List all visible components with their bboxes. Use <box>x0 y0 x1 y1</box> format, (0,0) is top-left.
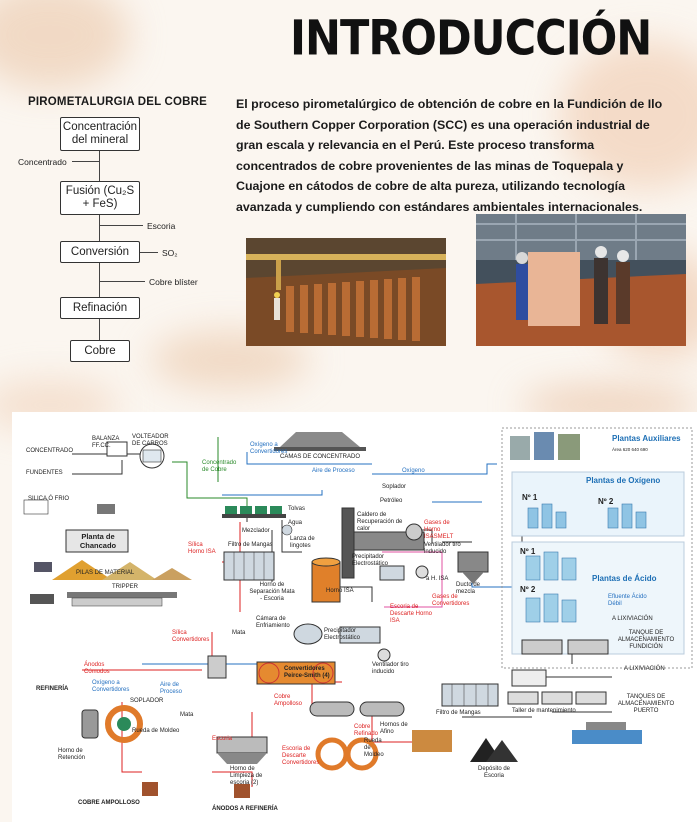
label-soplador: Soplador <box>382 484 407 490</box>
flow-step-fusion: Fusión (Cu₂S + FeS) <box>60 181 140 215</box>
label-concentrado: CONCENTRADO <box>26 448 74 454</box>
flow-connector <box>99 263 100 297</box>
label-agua: Agua <box>288 520 303 526</box>
label-tanques-puerto: TANQUES DE ALMACENAMIENTO PUERTO <box>617 694 675 714</box>
label-horno-separacion: Horno de Separación Mata - Escoria <box>249 582 295 602</box>
label-pilas: PILAS DE MATERIAL <box>76 570 135 576</box>
label-taller: Taller de mantenimiento <box>512 708 576 714</box>
label-gases-conv: Gases de Convertidores <box>432 594 470 607</box>
label-ventilador-tiro: Ventilador tiro inducido <box>424 542 461 555</box>
label-horno-limpieza: Horno de Limpieza de escoria (2) <box>230 766 263 786</box>
label-tanque-fundicion: TANQUE DE ALMACENAMIENTO FUNDICIÓN <box>617 630 675 650</box>
label-cobre-ampolloso: Cobre Ampolloso <box>274 694 303 707</box>
flow-connector <box>99 215 100 241</box>
label-gases-horno: Gases de Horno ISASMELT <box>424 520 454 540</box>
intro-panel: INTRODUCCIÓN PIROMETALURGIA DEL COBRE Co… <box>0 0 697 372</box>
label-refineria: REFINERÍA <box>36 686 69 692</box>
flow-connector <box>99 319 100 340</box>
label-deposito: Depósito de Escoria <box>477 766 511 779</box>
flow-label-escoria: Escoria <box>147 221 176 231</box>
label-precipitador: Precipitador Electrostático <box>352 554 389 567</box>
label-silica-isa: Sílica Horno ISA <box>188 542 216 555</box>
flow-connector <box>99 225 143 226</box>
background-wash <box>560 40 697 190</box>
process-flow-svg <box>23 427 693 798</box>
label-cobre-refinado: Cobre Refinado <box>354 724 379 737</box>
label-escoria-descarte: Escoria de Descarte Horno ISA <box>390 604 433 624</box>
label-anodos-refineria: ÁNODOS A REFINERÍA <box>212 806 278 812</box>
process-flow-diagram: CONCENTRADO BALANZA FF.CC. VOLTEADOR DE … <box>12 412 697 822</box>
label-rueda-moldeo2: Rueda de Moldeo <box>364 738 384 758</box>
label-silica: SILICA Ó FRIO <box>28 496 70 502</box>
label-escoria: Escoria <box>212 736 233 742</box>
label-oxigeno-no1: Nº 1 <box>522 493 538 502</box>
label-filtro-mangas-bottom: Filtro de Mangas <box>436 710 481 716</box>
label-volteador: VOLTEADOR DE CARROS <box>132 434 169 447</box>
label-precipitador2: Precipitador Electrostático <box>324 628 361 641</box>
label-mata: Mata <box>232 630 246 636</box>
label-oxigeno-conv2: Oxígeno a Convertidores <box>92 680 130 693</box>
label-cobre-ampolloso2: COBRE AMPOLLOSO <box>78 800 140 806</box>
label-acido-no1: Nº 1 <box>520 547 536 556</box>
label-fundentes: FUNDENTES <box>26 470 63 476</box>
label-plantas-aux: Plantas Auxiliares <box>612 434 681 443</box>
label-a-lixiviacion: A LIXIVIACIÓN <box>612 616 653 622</box>
label-oxigeno: Oxígeno <box>402 468 425 474</box>
label-oxigeno-no2: Nº 2 <box>598 497 614 506</box>
label-balanza: BALANZA FF.CC. <box>92 436 120 449</box>
label-concentrado-cobre: Concentrado de Cobre <box>202 460 237 473</box>
flow-label-blister: Cobre blíster <box>149 277 198 287</box>
intro-paragraph: El proceso pirometalúrgico de obtención … <box>236 97 663 214</box>
label-soplador2: SOPLADOR <box>130 698 164 704</box>
flowchart-heading: PIROMETALURGIA DEL COBRE <box>28 96 208 108</box>
flow-step-cobre: Cobre <box>70 340 130 362</box>
label-ducto: Ducto de mezcla <box>456 582 481 595</box>
flow-step-refinacion: Refinación <box>60 297 140 319</box>
label-a-lixiviacion2: A LIXIVIACIÓN <box>624 666 665 672</box>
flow-label-concentrado: Concentrado <box>18 157 67 167</box>
flow-step-concentracion: Concentración del mineral <box>60 117 140 151</box>
label-hornos-afino: Hornos de Afino <box>380 722 408 735</box>
workers-cathode-inspection-photo <box>476 214 686 346</box>
label-camara: Cámara de Enfriamiento <box>256 616 290 629</box>
label-efluente: Efluente Ácido Débil <box>608 594 647 607</box>
label-plantas-aux-sub: Área 620 640 690 <box>612 447 648 452</box>
label-rueda-moldeo: Rueda de Moldeo <box>132 728 180 734</box>
label-mezclador: Mezclador <box>242 528 270 534</box>
flow-connector <box>99 151 100 181</box>
label-filtro-mangas-top: Filtro de Mangas <box>228 542 273 548</box>
flow-connector <box>140 252 158 253</box>
label-plantas-acido: Plantas de Ácido <box>592 574 657 583</box>
label-camas: CAMAS DE CONCENTRADO <box>280 454 361 460</box>
label-tripper: TRIPPER <box>112 584 139 590</box>
label-horno-isa: Horno ISA <box>326 588 354 594</box>
label-acido-no2: Nº 2 <box>520 585 536 594</box>
label-oxigeno-conv: Oxígeno a Convertidores <box>250 442 288 455</box>
label-silica-conv: Sílica Convertidores <box>172 630 210 643</box>
flow-step-conversion: Conversión <box>60 241 140 263</box>
label-convertidores: Convertidores Peirce-Smith (4) <box>284 666 330 679</box>
flow-connector <box>72 161 99 162</box>
copper-cathode-plant-photo <box>246 238 446 346</box>
label-aire-proceso2: Aire de Proceso <box>160 682 183 695</box>
flow-connector <box>99 281 145 282</box>
flow-label-so2: SO₂ <box>162 248 178 258</box>
label-horno-retencion: Horno de Retención <box>58 748 86 761</box>
label-ventilador2: Ventilador tiro inducido <box>372 662 409 675</box>
label-escoria-descarte-conv: Escoria de Descarte Convertidores <box>282 746 320 766</box>
label-petroleo: Petróleo <box>380 498 403 504</box>
label-anodos-comodos: Ánodos Cómodos <box>84 662 110 675</box>
label-lanza: Lanza de lingotes <box>290 536 315 549</box>
label-aire-proceso: Aire de Proceso <box>312 468 355 474</box>
label-caldero: Caldero de Recuperación de calor <box>357 512 403 532</box>
page-title: INTRODUCCIÓN <box>290 11 652 67</box>
label-plantas-oxigeno: Plantas de Oxígeno <box>586 476 661 485</box>
label-tolvas: Tolvas <box>288 506 306 512</box>
label-mata2: Mata <box>180 712 194 718</box>
label-a-h-isa: a H. ISA <box>426 576 449 582</box>
label-planta-chancado: Planta de Chancado <box>79 532 117 550</box>
